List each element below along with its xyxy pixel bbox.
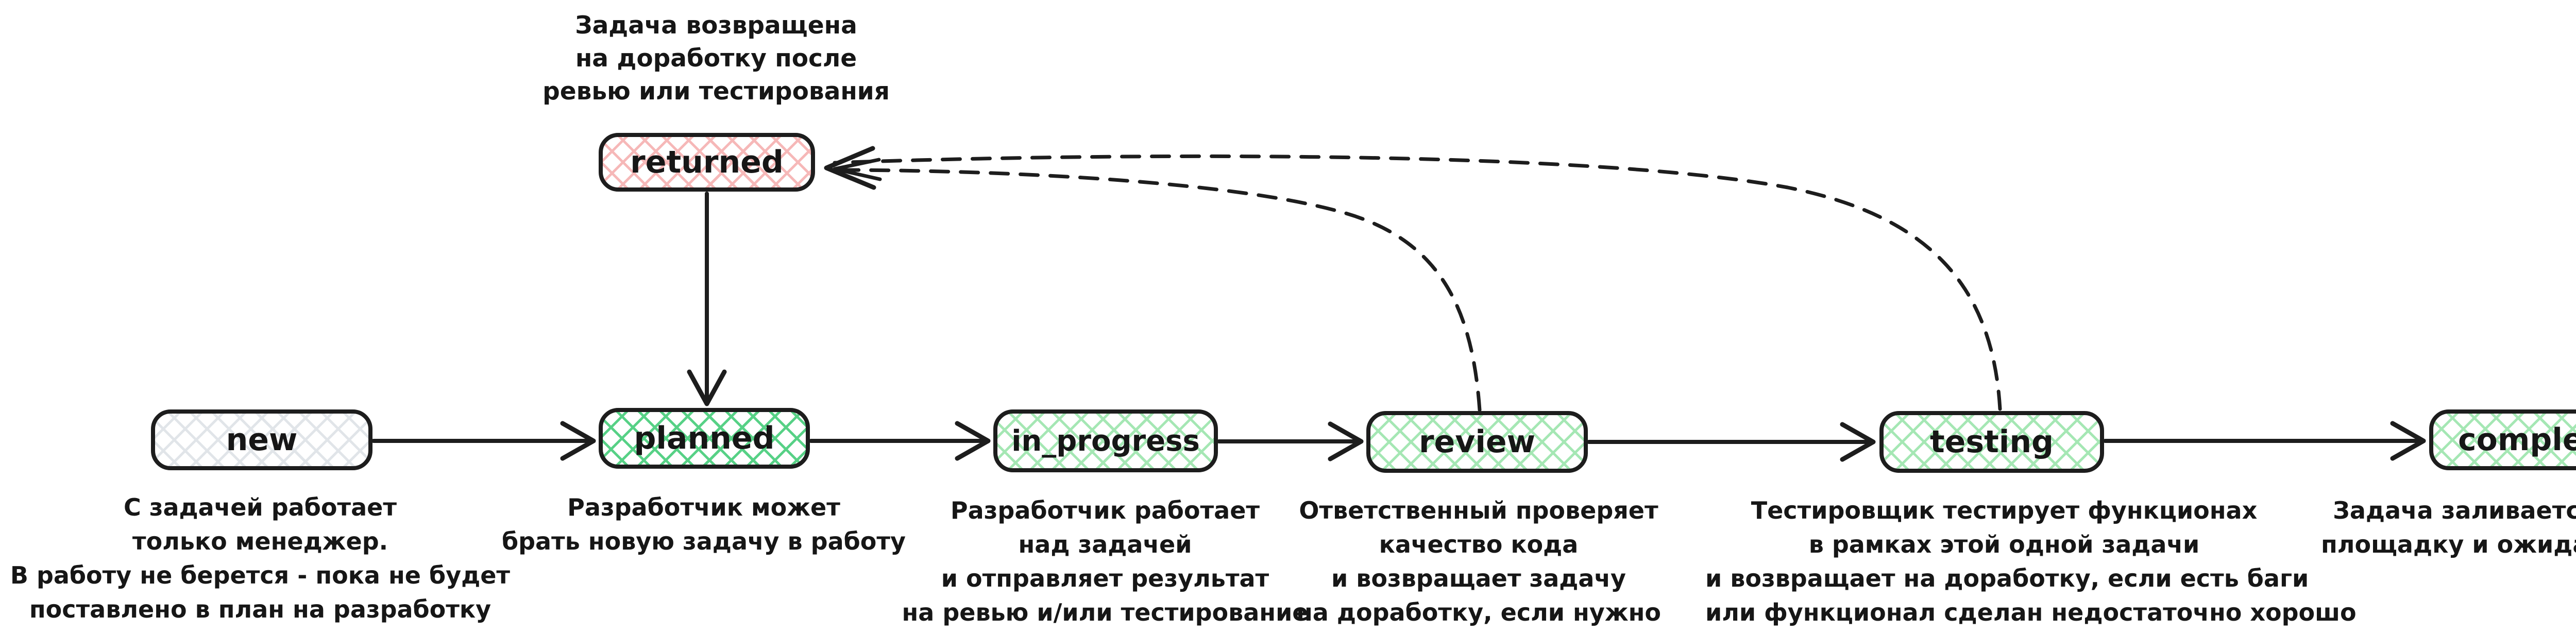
node-in-progress: in_progress — [993, 409, 1218, 472]
note-review-line: Ответственный проверяет — [1299, 497, 1658, 524]
arrowhead-returned-right — [824, 146, 876, 190]
node-complete: complete — [2429, 409, 2576, 470]
note-review: Ответственный проверяет качество кода и … — [1273, 493, 1685, 629]
note-in-progress-line: Разработчик работает — [950, 497, 1260, 524]
note-complete-line: площадку и ожидает публикации — [2321, 531, 2576, 558]
edge-review-to-returned-dashed — [834, 168, 1482, 412]
note-testing-line: в рамках этой одной задачи — [1808, 531, 2200, 558]
note-returned: Задача возвращена на доработку после рев… — [510, 9, 922, 108]
arrowhead-in-progress-left — [955, 421, 991, 461]
note-testing-line: или функционал сделан недостаточно хорош… — [1705, 598, 2357, 626]
arrowhead-review-left — [1328, 421, 1364, 461]
note-new-line: С задачей работает — [123, 493, 397, 521]
note-in-progress-line: и отправляет результат — [941, 564, 1269, 592]
note-review-line: на доработку, если нужно — [1296, 598, 1661, 626]
node-review-label: review — [1418, 424, 1536, 460]
note-returned-line: Задача возвращена — [575, 11, 857, 40]
note-testing-line: и возвращает на доработку, если есть баг… — [1705, 564, 2309, 592]
note-review-line: качество кода — [1379, 531, 1579, 558]
note-new: С задачей работает только менеджер. В ра… — [3, 490, 518, 626]
node-review: review — [1366, 411, 1588, 473]
note-planned-line: брать новую задачу в работу — [501, 527, 906, 555]
node-in-progress-label: in_progress — [1011, 424, 1200, 458]
node-returned: returned — [599, 133, 815, 192]
note-complete: Задача заливается на staging площадку и … — [2321, 493, 2576, 561]
note-new-line: только менеджер. — [132, 527, 388, 555]
note-in-progress-line: над задачей — [1018, 531, 1192, 558]
note-planned: Разработчик может брать новую задачу в р… — [498, 490, 910, 558]
note-in-progress: Разработчик работает над задачей и отпра… — [899, 493, 1311, 629]
note-new-line: поставлено в план на разработку — [29, 595, 492, 623]
node-testing: testing — [1879, 411, 2104, 473]
arrowhead-testing-left — [1840, 422, 1876, 462]
note-returned-line: ревью или тестирования — [543, 77, 890, 106]
arrowhead-returned-right-inner — [833, 158, 882, 181]
note-testing: Тестировщик тестирует функционах в рамка… — [1705, 493, 2357, 629]
note-returned-line: на доработку после — [575, 44, 857, 73]
note-in-progress-line: на ревью и/или тестирование — [902, 598, 1309, 626]
arrowhead-planned-top — [687, 369, 727, 406]
node-new-label: new — [226, 422, 298, 458]
node-new: new — [151, 409, 372, 470]
note-planned-line: Разработчик может — [567, 493, 840, 521]
note-testing-line: Тестировщик тестирует функционах — [1751, 497, 2258, 524]
note-review-line: и возвращает задачу — [1331, 564, 1626, 592]
node-returned-label: returned — [630, 144, 784, 180]
note-new-line: В работу не берется - пока не будет — [10, 561, 511, 589]
node-complete-label: complete — [2458, 422, 2576, 458]
arrowhead-planned-left — [560, 421, 596, 461]
node-planned: planned — [599, 408, 810, 469]
node-planned-label: planned — [634, 420, 775, 456]
arrowhead-complete-left — [2390, 421, 2426, 461]
note-complete-line: Задача заливается на staging — [2333, 497, 2576, 524]
node-testing-label: testing — [1930, 424, 2054, 460]
edge-testing-to-returned-dashed — [833, 154, 2002, 411]
